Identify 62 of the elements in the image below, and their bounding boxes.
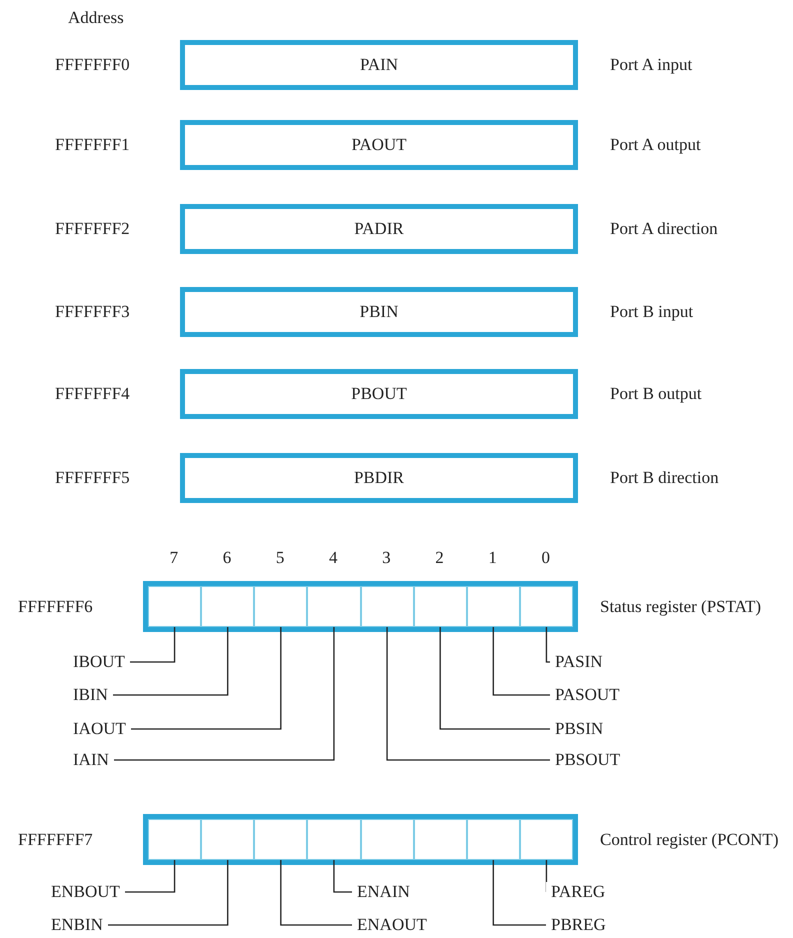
leader-line bbox=[546, 627, 550, 663]
leader-line bbox=[114, 627, 335, 761]
register-bar bbox=[143, 814, 578, 865]
address-label: FFFFFFF7 bbox=[18, 830, 93, 850]
bit-number: 4 bbox=[328, 548, 338, 568]
address-label: FFFFFFF3 bbox=[55, 302, 130, 322]
bit-number: 0 bbox=[541, 548, 550, 568]
register-description: Port B direction bbox=[610, 468, 719, 488]
bit-cell bbox=[466, 586, 520, 627]
bit-cell bbox=[520, 586, 573, 627]
address-label: FFFFFFF0 bbox=[55, 55, 130, 75]
bit-cell bbox=[520, 819, 573, 860]
register-description: Control register (PCONT) bbox=[600, 830, 778, 850]
leader-line bbox=[108, 860, 228, 926]
bit-number: 5 bbox=[276, 548, 284, 568]
register-bar bbox=[143, 581, 578, 632]
bit-cell bbox=[307, 586, 360, 627]
bit-number: 3 bbox=[382, 548, 391, 568]
address-label: FFFFFFF6 bbox=[18, 596, 93, 616]
leader-line bbox=[386, 627, 550, 761]
leader-line bbox=[333, 860, 352, 893]
register-box: PAOUT bbox=[180, 120, 578, 170]
bit-cell bbox=[254, 819, 308, 860]
bit-cell bbox=[307, 819, 360, 860]
leader-line bbox=[130, 627, 282, 730]
column-heading: Address bbox=[68, 8, 124, 28]
bit-cell bbox=[148, 586, 202, 627]
bit-cell bbox=[414, 586, 467, 627]
bit-cell bbox=[414, 819, 467, 860]
bit-cell bbox=[360, 586, 414, 627]
bit-number: 6 bbox=[222, 548, 232, 568]
leader-line bbox=[440, 627, 550, 730]
bit-number: 2 bbox=[435, 548, 444, 568]
leader-line bbox=[492, 627, 550, 696]
register-box: PBDIR bbox=[180, 453, 578, 503]
leader-line bbox=[112, 627, 228, 696]
leader-line bbox=[492, 860, 546, 926]
bit-cell bbox=[360, 819, 414, 860]
leader-line bbox=[280, 860, 352, 926]
register-description: Port B output bbox=[610, 384, 702, 404]
leader-line bbox=[130, 627, 176, 663]
bit-number: 7 bbox=[170, 548, 178, 568]
address-label: FFFFFFF4 bbox=[55, 384, 130, 404]
bit-number: 1 bbox=[488, 548, 497, 568]
address-label: FFFFFFF2 bbox=[55, 219, 130, 239]
address-label: FFFFFFF1 bbox=[55, 135, 130, 155]
address-label: FFFFFFF5 bbox=[55, 468, 130, 488]
leader-line bbox=[124, 860, 176, 893]
bit-cell bbox=[254, 586, 308, 627]
bit-cell bbox=[201, 586, 254, 627]
bit-cell bbox=[201, 819, 254, 860]
register-description: Port B input bbox=[610, 302, 694, 322]
register-description: Port A direction bbox=[610, 219, 718, 239]
bit-cell bbox=[466, 819, 520, 860]
bit-cell bbox=[148, 819, 202, 860]
register-description: Status register (PSTAT) bbox=[600, 596, 762, 616]
register-box: PAIN bbox=[180, 40, 578, 90]
register-description: Port A output bbox=[610, 135, 701, 155]
register-box: PBIN bbox=[180, 287, 578, 337]
register-description: Port A input bbox=[610, 55, 692, 75]
register-box: PBOUT bbox=[180, 369, 578, 419]
register-box: PADIR bbox=[180, 204, 578, 254]
